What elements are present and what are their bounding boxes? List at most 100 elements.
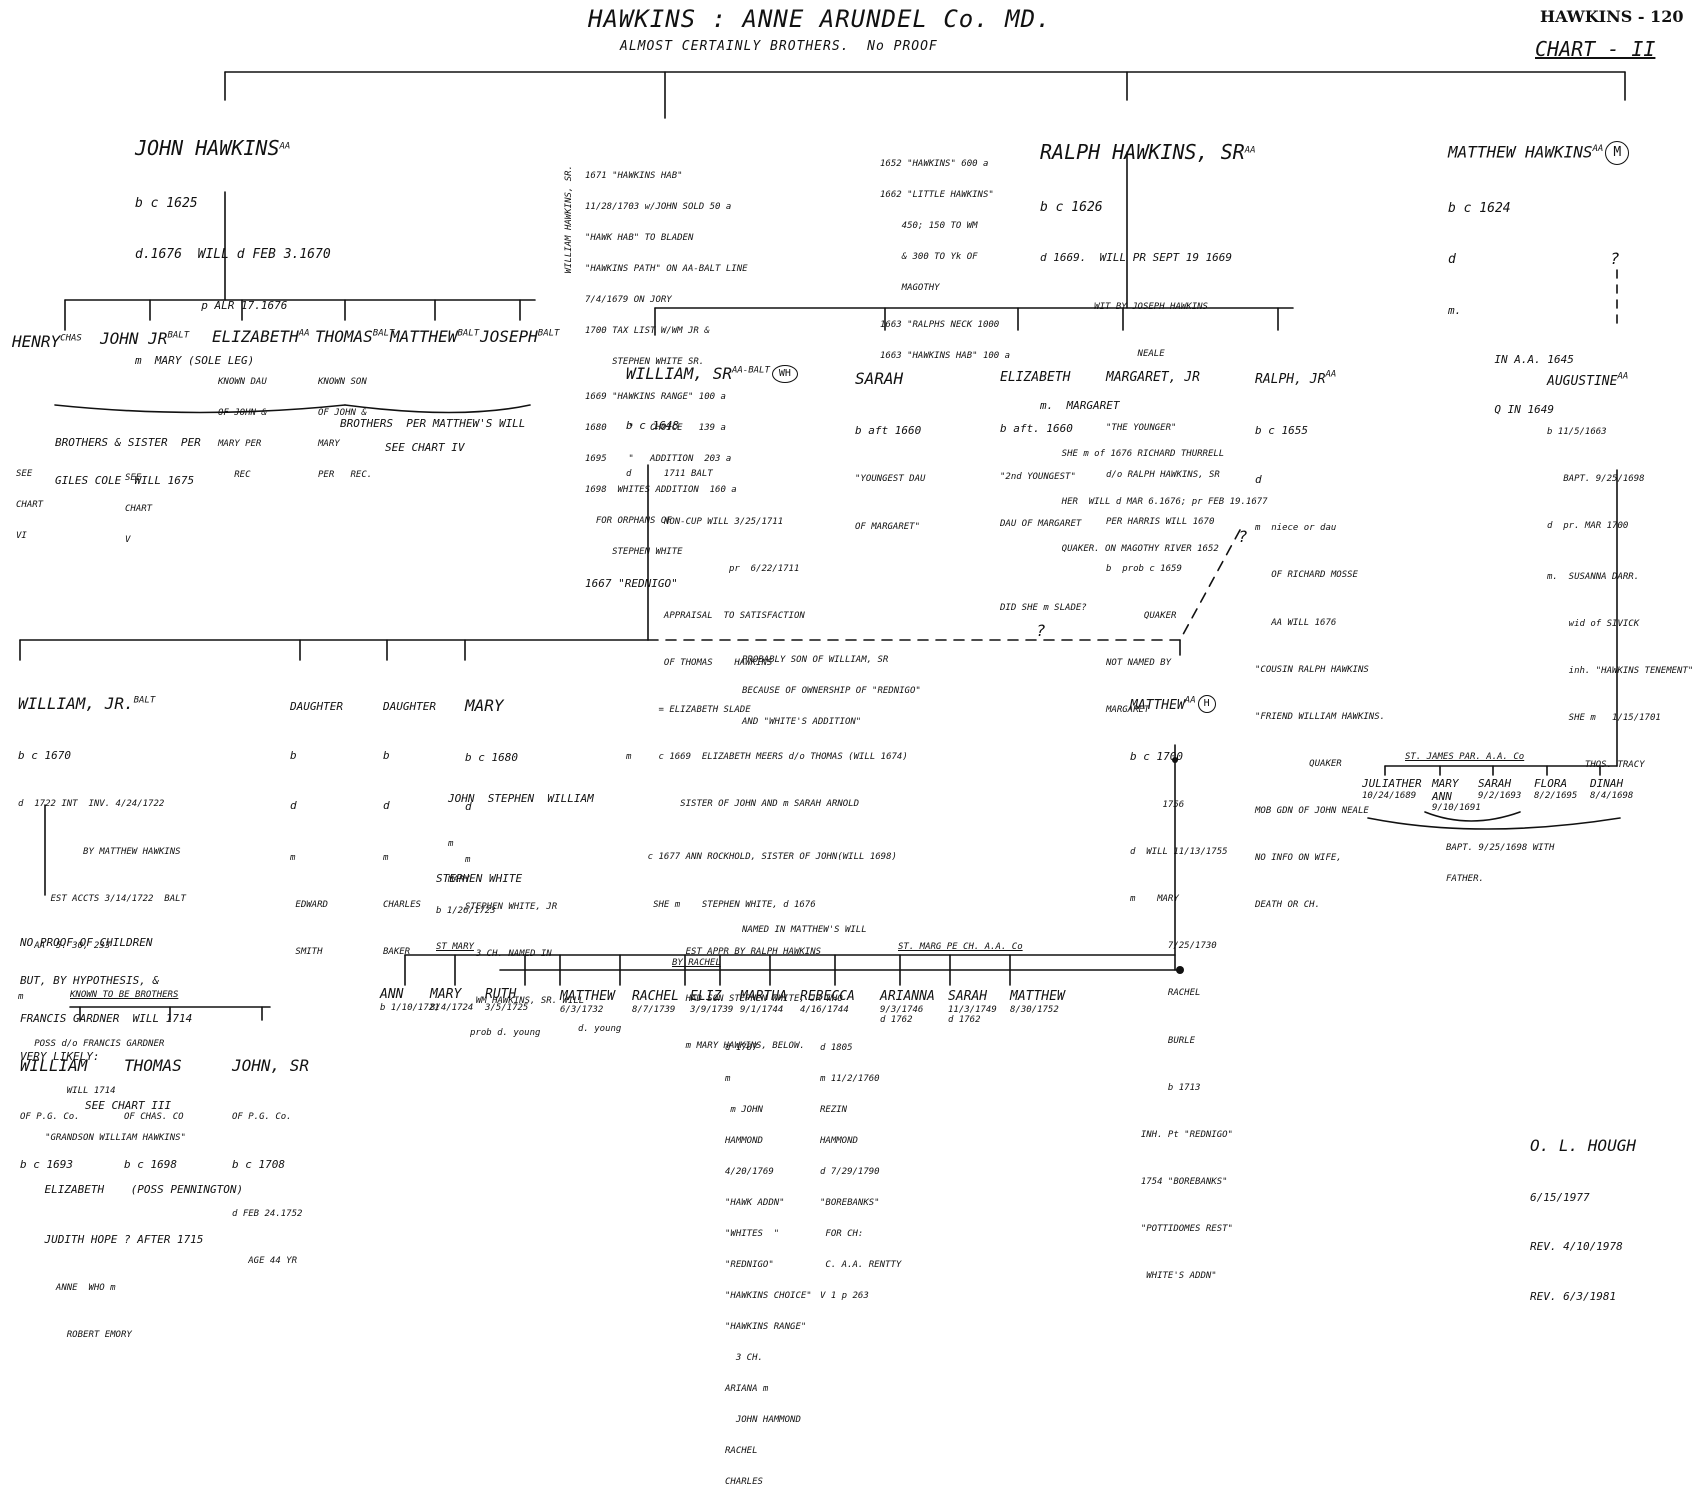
land-note: 1667 "REDNIGO"	[585, 577, 678, 591]
note-line: d 1787	[725, 1042, 758, 1053]
child-name: RUTH	[485, 987, 517, 1002]
child-name: FLORA	[1534, 777, 1568, 790]
sarah-name: SARAH	[855, 368, 904, 388]
matthew-h-line: 1754 "BOREBANKS"	[1130, 1176, 1228, 1187]
signature-line: REV. 4/10/1978	[1530, 1240, 1623, 1254]
daughter-line: SMITH	[290, 947, 323, 958]
matthew-line: m.	[1448, 304, 1462, 317]
note-line: "REDNIGO"	[725, 1259, 774, 1270]
no-proof-note: NO PROOF OF CHILDREN BUT, BY HYPOTHESIS,…	[20, 912, 192, 1076]
child-date: 8/7/1739	[632, 1004, 676, 1015]
matthew-h-line: "POTTIDOMES REST"	[1130, 1224, 1233, 1235]
ralph-hawkins-sr-block: RALPH HAWKINS, SRAA b c 1626 d 1669. WIL…	[1040, 104, 1268, 572]
son-line: OF P.G. Co.	[232, 1111, 292, 1122]
margaret-line: b prob c 1659	[1106, 563, 1182, 574]
sarah-line: "YOUNGEST DAU	[855, 474, 926, 485]
ralph-line: b c 1626	[1040, 199, 1103, 215]
sarah-line: OF MARGARET"	[855, 521, 921, 532]
daughter-line: d	[383, 798, 390, 812]
margaret-line: MARGARET	[1106, 705, 1150, 716]
william-sr-circle: WH	[771, 365, 798, 384]
william-sr-line: c 1677 ANN ROCKHOLD, SISTER OF JOHN(WILL…	[626, 852, 897, 863]
child-date: 9/2/1693	[1478, 790, 1522, 801]
ralph-jr-line: d	[1255, 472, 1262, 486]
note-line: REC	[218, 469, 251, 480]
signature-line: O. L. HOUGH	[1530, 1135, 1636, 1155]
note-line: FATHER.	[1446, 873, 1484, 884]
john-line-0: b c 1625	[135, 195, 198, 211]
note-line: MARY	[448, 874, 470, 885]
child-note: d 1762	[880, 1015, 913, 1026]
note-line: AND "WHITE'S ADDITION"	[742, 716, 862, 727]
note-line: PER REC.	[318, 469, 373, 480]
note-line: C. A.A. RENTTY	[820, 1259, 902, 1270]
john-line-3: m MARY (SOLE LEG)	[135, 354, 255, 368]
sarah-block: SARAH b aft 1660 "YOUNGEST DAU OF MARGAR…	[855, 333, 925, 550]
land-note: STEPHEN WHITE SR.	[585, 356, 705, 367]
child-henry: HENRYCHAS	[12, 332, 82, 351]
matthew-h-line: d WILL 11/13/1755	[1130, 847, 1228, 858]
william-jr-line: WILL 1714	[18, 1086, 116, 1097]
matthew-h-line: BURLE	[1130, 1035, 1196, 1046]
known-brothers-note: KNOWN TO BE BROTHERS	[70, 990, 179, 1000]
land-note: & 300 TO Yk OF	[880, 251, 978, 262]
matthew-h-line: INH. Pt "REDNIGO"	[1130, 1129, 1233, 1140]
note-line: d 1805	[820, 1042, 853, 1053]
margaret-jr-block: MARGARET, JR "THE YOUNGER" d/o RALPH HAW…	[1106, 334, 1220, 734]
matthew-line: b c 1624	[1448, 200, 1511, 216]
william-jr-line: "GRANDSON WILLIAM HAWKINS"	[18, 1133, 186, 1144]
mary-line: b c 1680	[465, 750, 518, 764]
martha-note: d 1787 m m JOHN HAMMOND 4/20/1769 "HAWK …	[725, 1022, 812, 1498]
william-jr-line: b c 1670	[18, 748, 71, 762]
margaret-jr-name: MARGARET, JR	[1106, 369, 1200, 385]
matthew-h-line: 7/25/1730	[1130, 941, 1217, 952]
margaret-line: NOT NAMED BY	[1106, 658, 1172, 669]
william-jr-line: POSS d/o FRANCIS GARDNER	[18, 1039, 165, 1049]
signature-line: 6/15/1977	[1530, 1190, 1590, 1204]
child-tag: BALT	[372, 328, 395, 339]
augustine-tag: AA	[1617, 371, 1629, 382]
child-name: HENRY	[12, 332, 61, 351]
child-tag: AA	[298, 328, 310, 339]
see-chart-iv: SEE CHART IV	[385, 441, 465, 454]
mary-name: MARY	[465, 695, 504, 715]
matthew-h-line: WHITE'S ADDN"	[1130, 1271, 1217, 1282]
note-line: V	[125, 534, 131, 545]
augustine-line: SHE m 1/15/1701	[1547, 713, 1661, 724]
land-note: "HAWKINS PATH" ON AA-BALT LINE	[585, 263, 748, 274]
child-tag: BALT	[537, 328, 560, 339]
augustine-line: wid of SIVICK	[1547, 619, 1640, 629]
child-date: 9/1/1744	[740, 1004, 784, 1015]
note-line: "WHITES "	[725, 1228, 780, 1239]
william-sr-line: = ELIZABETH SLADE	[626, 705, 751, 716]
note-line: "HAWKINS RANGE"	[725, 1321, 807, 1332]
son-thomas: THOMAS OF CHAS. CO b c 1698	[124, 1020, 184, 1190]
child-john-jr: JOHN JRBALT	[100, 329, 189, 348]
land-note: 1695 " ADDITION 203 a	[585, 453, 732, 464]
daughter-1-block: DAUGHTER b d m EDWARD SMITH	[290, 664, 343, 976]
son-john-sr: JOHN, SR OF P.G. Co. b c 1708 d FEB 24.1…	[232, 1020, 309, 1284]
elizabeth-line: DAU OF MARGARET	[1000, 519, 1082, 530]
william-sr-line: b c 1648	[626, 419, 679, 433]
daughter-2-block: DAUGHTER b d m CHARLES BAKER	[383, 664, 436, 976]
daughter-line: b	[383, 749, 390, 763]
child-date: 11/3/1749	[948, 1004, 997, 1015]
child-date: 9/3/1746	[880, 1004, 924, 1015]
john-line-1: d.1676 WILL d FEB 3.1670	[135, 247, 331, 263]
elizabeth-note: KNOWN DAU OF JOHN & MARY PER REC	[218, 356, 267, 490]
note-line: m JOHN	[725, 1104, 763, 1115]
william-sr-line: d 1711 BALT	[626, 469, 713, 480]
see-chart-v: SEE CHART V	[125, 452, 152, 555]
ralph-jr-line: MOB GDN OF JOHN NEALE	[1255, 806, 1369, 817]
ralph-line: QUAKER. ON MAGOTHY RIVER 1652	[1040, 543, 1219, 554]
augustine-line: b 11/5/1663	[1547, 426, 1607, 437]
matthew-h-tag: AA	[1184, 695, 1196, 706]
ralph-line: HER WILL d MAR 6.1676; pr FEB 19.1677	[1040, 496, 1268, 507]
john-hawkins-name: JOHN HAWKINS	[135, 135, 280, 160]
child-date: 8/4/1724	[430, 1002, 474, 1013]
note-line: BAPT. 9/25/1698 WITH	[1446, 842, 1555, 853]
